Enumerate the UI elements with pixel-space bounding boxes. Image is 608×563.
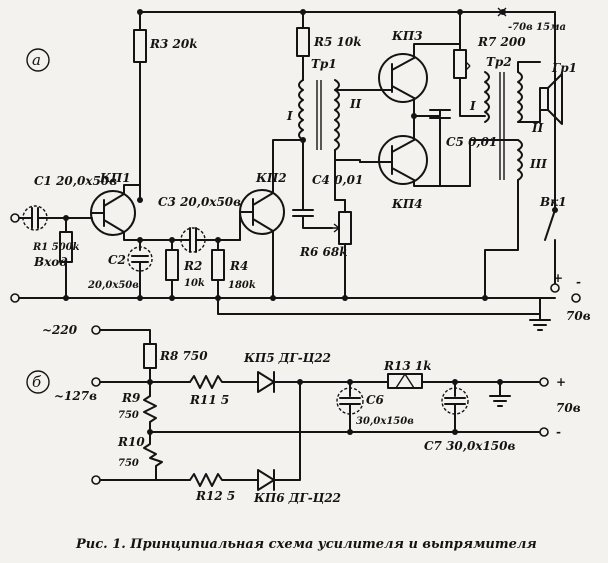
label-c1: С1 20,0х50в [34, 174, 117, 188]
rect-terminal-minus [539, 427, 549, 437]
transformer-tp2-core [499, 72, 505, 180]
diode-kp6 [257, 469, 275, 491]
label-220v: ~220 [42, 323, 78, 337]
transformer-tp1-core [316, 80, 322, 150]
label-c3: С3 20,0х50в [158, 195, 241, 209]
transformer-tp2-primary [484, 71, 490, 123]
label-r9: R9 [121, 391, 141, 405]
label-r13: R13 1k [383, 359, 432, 373]
out-terminal-minus [550, 283, 560, 293]
resistor-r5 [296, 27, 310, 57]
label-vk1: Вк1 [539, 195, 567, 209]
label-c2-value: 20,0х50в [87, 280, 139, 291]
transformer-tp1-primary [298, 79, 304, 201]
rect-terminal-plus [539, 377, 549, 387]
label-out-plus: + [553, 271, 563, 285]
label-c2: С2 [108, 253, 126, 267]
label-r4: R4 [229, 259, 248, 273]
label-kp5: КП5 ДГ-Ц22 [243, 351, 331, 365]
label-rect-plus: + [556, 375, 566, 389]
resistor-r12 [189, 473, 259, 487]
label-c7: С7 30,0х150в [424, 439, 516, 453]
ground-symbol-top [529, 313, 551, 331]
transistor-kp3 [378, 53, 428, 103]
label-tp2-winding-3: III [529, 157, 547, 171]
speaker-gr1 [539, 87, 549, 111]
label-c6-value: 30,0х150в [356, 416, 414, 427]
label-r6: R6 68k [299, 245, 348, 259]
label-input: Вход [33, 255, 68, 269]
panel-b-label: б [32, 373, 42, 391]
label-gr1: Гр1 [551, 61, 577, 75]
terminal-220v [91, 325, 101, 335]
resistor-r8 [143, 343, 157, 369]
label-r10: R10 [117, 435, 145, 449]
label-r12: R12 5 [195, 489, 235, 503]
ground-symbol-b [489, 381, 511, 407]
label-tp2-winding-2: II [531, 121, 544, 135]
label-r8: R8 750 [159, 349, 208, 363]
label-tp1-winding-2: II [349, 97, 362, 111]
terminal-common [91, 475, 101, 485]
label-r10-value: 750 [118, 458, 139, 469]
resistor-r10 [143, 431, 163, 481]
input-terminal [10, 213, 20, 223]
out-terminal-plus [571, 293, 581, 303]
label-kp6: КП6 ДГ-Ц22 [253, 491, 341, 505]
label-out-minus: - [576, 275, 581, 289]
label-rect-minus: - [556, 425, 561, 439]
label-r2-value: 10k [184, 278, 205, 289]
label-r2: R2 [183, 259, 202, 273]
label-r3: R3 20k [149, 37, 198, 51]
switch-vk1 [544, 209, 556, 241]
label-rect-voltage: 70в [556, 401, 581, 415]
resistor-r9 [143, 395, 157, 423]
label-tp1-winding-1: I [286, 109, 293, 123]
label-r11: R11 5 [189, 393, 229, 407]
supply-note: -70в 15ма [508, 22, 566, 33]
label-r7: R7 200 [477, 35, 526, 49]
label-tp2: Тр2 [486, 55, 512, 69]
label-kp1: КП1 [99, 171, 131, 185]
resistor-r4 [211, 249, 225, 281]
label-127v: ~127в [54, 389, 97, 403]
label-c5: С5 0,01 [446, 135, 497, 149]
resistor-r6 [338, 211, 352, 245]
label-r9-value: 750 [118, 410, 139, 421]
label-tp2-winding-1: I [469, 99, 476, 113]
rail-junction-mark [497, 7, 507, 17]
panel-a-circle [26, 48, 50, 72]
resistor-r2 [165, 249, 179, 281]
transformer-tp2-secondary [517, 71, 523, 123]
label-tp1: Тр1 [311, 57, 337, 71]
resistor-r7 [453, 49, 467, 79]
label-kp3: КП3 [391, 29, 423, 43]
label-kp2: КП2 [255, 171, 287, 185]
diode-kp5 [257, 371, 275, 393]
figure-caption: Рис. 1. Принципиальная схема усилителя и… [75, 537, 537, 552]
label-kp4: КП4 [391, 197, 423, 211]
label-r4-value: 180k [228, 280, 256, 291]
panel-b-circle [26, 370, 50, 394]
panel-a-label: а [32, 51, 41, 69]
resistor-r13 [387, 373, 423, 389]
terminal-127v [91, 377, 101, 387]
resistor-r11 [189, 375, 259, 389]
label-c4: С4 0,01 [312, 173, 363, 187]
transistor-kp4 [378, 135, 428, 185]
label-out-voltage-top: 70в [566, 309, 591, 323]
transformer-tp2-feedback [517, 139, 523, 181]
resistor-r3 [133, 29, 147, 63]
label-c6: С6 [366, 393, 385, 407]
label-r5: R5 10k [313, 35, 362, 49]
label-r1: R1 500k [32, 242, 80, 253]
